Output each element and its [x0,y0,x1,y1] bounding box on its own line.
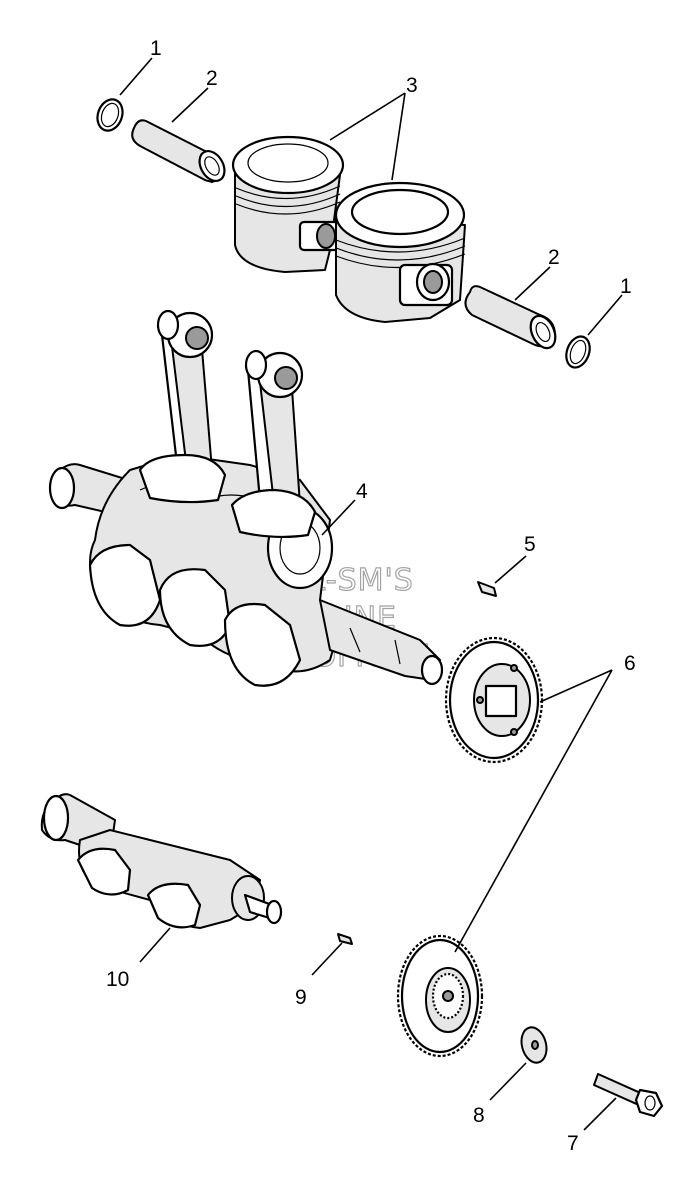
callout-7: 7 [567,1132,579,1155]
part-1-circlip-right [565,335,591,369]
part-4-crankshaft-assembly [48,309,444,687]
callout-4: 4 [356,480,368,503]
part-7-bolt [593,1073,664,1118]
callout-1-top: 1 [150,37,162,60]
callout-2-right: 2 [548,246,560,269]
callout-6: 6 [624,652,636,675]
part-10-balance-shaft [40,793,283,929]
part-9-key [337,933,353,945]
callout-3: 3 [406,74,418,97]
leader-lines [119,57,623,1131]
part-3-piston-left [231,135,345,273]
callout-2-top: 2 [206,67,218,90]
callout-10: 10 [106,968,129,991]
part-6-drive-gear [444,636,544,764]
part-3-piston-right [334,181,466,323]
part-5-key [477,581,497,597]
callout-5: 5 [524,533,536,556]
part-1-circlip-left [96,98,124,132]
part-2-piston-pin-right [464,285,557,350]
callout-8: 8 [473,1104,485,1127]
part-6-driven-gear [396,934,484,1058]
part-2-piston-pin-left [131,119,226,184]
callout-1-right: 1 [620,275,632,298]
callout-labels: 1 2 3 2 1 4 5 6 10 9 8 7 [106,37,636,1155]
part-8-washer [520,1026,548,1064]
callout-9: 9 [295,986,307,1009]
